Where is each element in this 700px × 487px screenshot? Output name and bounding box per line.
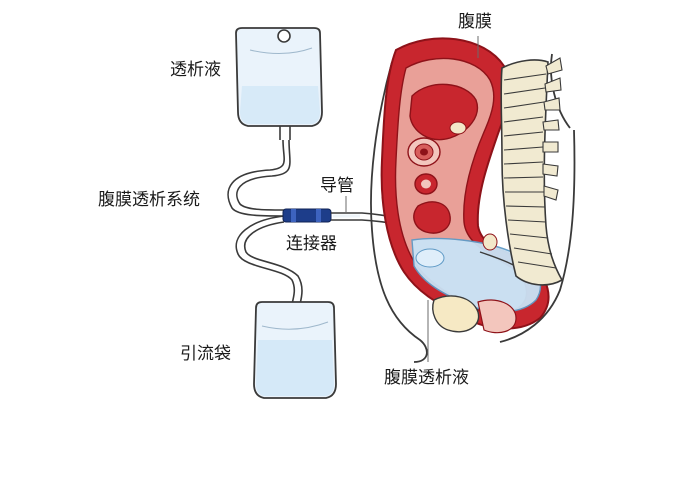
- connector-fitting: [282, 208, 332, 223]
- label-dialysate: 透析液: [170, 60, 221, 80]
- leader-lines: [345, 36, 479, 362]
- dialysate-bag: [235, 27, 323, 140]
- label-drain-bag: 引流袋: [180, 344, 231, 364]
- label-pd-system: 腹膜透析系统: [98, 190, 200, 210]
- label-peritoneum: 腹膜: [458, 12, 492, 32]
- label-pd-fluid: 腹膜透析液: [384, 368, 469, 388]
- abdomen-cross-section: [370, 37, 576, 363]
- dialysis-tubing: [227, 139, 303, 305]
- drain-bag: [253, 301, 337, 399]
- label-connector: 连接器: [286, 234, 337, 254]
- label-catheter: 导管: [320, 176, 354, 196]
